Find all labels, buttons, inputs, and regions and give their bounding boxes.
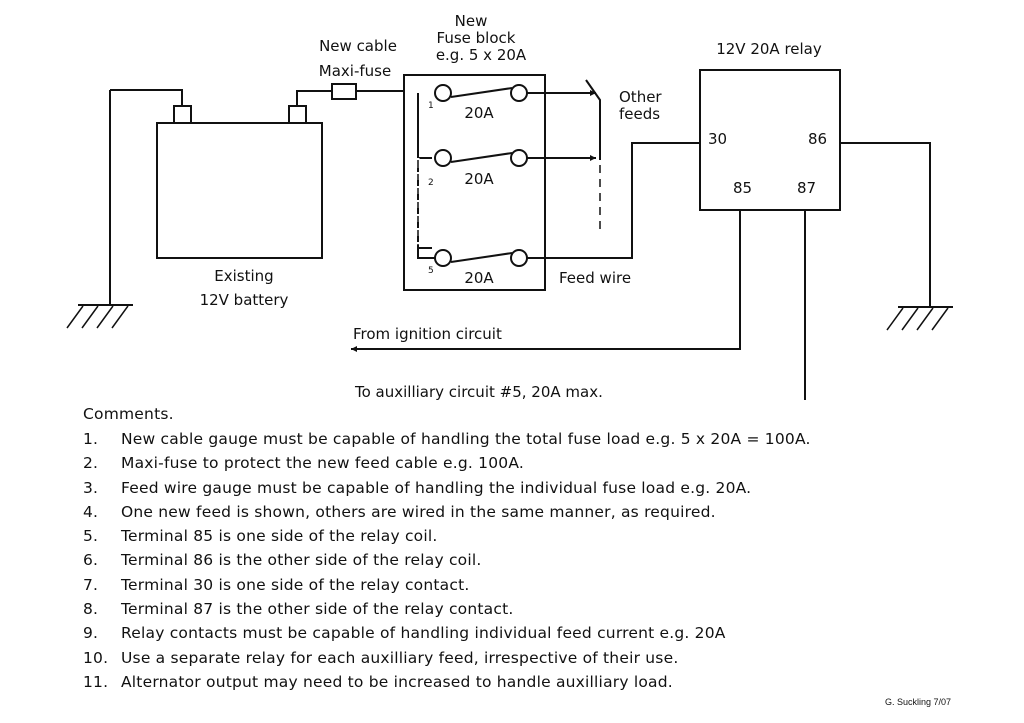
comment-text: New cable gauge must be capable of handl… (121, 430, 811, 448)
fuse-5-number: 5 (428, 266, 434, 276)
relay (699, 69, 841, 211)
fuse-block-label-line-3: e.g. 5 x 20A (436, 46, 527, 64)
comment-item: 8. Terminal 87 is the other side of the r… (83, 597, 983, 621)
comment-text: Terminal 87 is the other side of the rel… (121, 600, 514, 619)
other-feeds-label-line-2: feeds (619, 105, 660, 123)
comment-item: 2. Maxi-fuse to protect the new feed cabl… (83, 451, 983, 475)
comment-number: 11. (83, 672, 109, 691)
fuse-block-label-line-2: Fuse block (437, 29, 516, 47)
relay-terminal-86: 86 (808, 130, 827, 148)
comment-text: Terminal 86 is the other side of the rel… (121, 551, 482, 570)
comment-item: 3. Feed wire gauge must be capable of han… (83, 476, 983, 500)
new-cable-label: New cable (319, 37, 397, 55)
comment-text: Use a separate relay for each auxilliary… (121, 648, 679, 667)
other-feeds-bracket (585, 79, 601, 160)
maxi-fuse (331, 83, 357, 100)
comment-item: 9. Relay contacts must be capable of hand… (83, 621, 983, 645)
comment-number: 1. (83, 430, 99, 448)
comment-item: 4. One new feed is shown, others are wire… (83, 500, 983, 524)
comment-item: 11. Alternator output may need to be incr… (83, 670, 983, 694)
fuse-5: 5 20A (428, 142, 700, 287)
relay-terminal-87: 87 (797, 179, 816, 197)
ground-symbol-left (66, 90, 133, 329)
fuse-2: 2 20A (428, 149, 596, 188)
comment-item: 1. New cable gauge must be capable of han… (83, 427, 983, 451)
fuse-2-number: 2 (428, 178, 434, 188)
battery-label-line-1: Existing (214, 267, 273, 285)
fuse-1-number: 1 (428, 101, 434, 111)
comment-item: 10. Use a separate relay for each auxilli… (83, 646, 983, 670)
comment-item: 5. Terminal 85 is one side of the relay c… (83, 524, 983, 548)
comment-number: 3. (83, 478, 99, 497)
comment-number: 10. (83, 648, 109, 667)
comments-list: 1. New cable gauge must be capable of han… (83, 427, 983, 694)
comment-text: One new feed is shown, others are wired … (121, 502, 716, 521)
comment-number: 4. (83, 502, 99, 521)
comment-text: Alternator output may need to be increas… (121, 672, 673, 691)
ignition-label: From ignition circuit (353, 325, 502, 343)
battery-negative-wire (110, 89, 183, 106)
comment-text: Maxi-fuse to protect the new feed cable … (121, 454, 524, 473)
ignition-wire (351, 210, 741, 352)
other-feeds-label-line-1: Other (619, 88, 662, 106)
comment-text: Relay contacts must be capable of handli… (121, 624, 726, 643)
feed-wire-label: Feed wire (559, 269, 631, 287)
author-signature: G. Suckling 7/07 (885, 697, 952, 707)
comment-number: 9. (83, 624, 99, 643)
battery (156, 105, 323, 259)
comment-text: Terminal 85 is one side of the relay coi… (121, 527, 438, 546)
relay-label: 12V 20A relay (716, 40, 822, 58)
maxi-fuse-label: Maxi-fuse (319, 62, 391, 80)
comment-number: 7. (83, 575, 99, 594)
relay-terminal-30: 30 (708, 130, 727, 148)
comment-number: 6. (83, 551, 99, 570)
wiring-diagram: Existing 12V battery New cable Maxi-fuse… (66, 12, 953, 400)
comment-item: 6. Terminal 86 is the other side of the r… (83, 548, 983, 572)
fuse-5-rating: 20A (464, 269, 494, 287)
comments-section: Comments. 1. New cable gauge must be capa… (83, 403, 983, 694)
fuse-1: 1 20A (428, 84, 596, 122)
comment-number: 2. (83, 454, 99, 473)
fuse-1-rating: 20A (464, 104, 494, 122)
battery-label-line-2: 12V battery (200, 291, 289, 309)
aux-label: To auxilliary circuit #5, 20A max. (354, 383, 603, 400)
comment-number: 8. (83, 600, 99, 619)
fuse-block-label-line-1: New (455, 12, 488, 30)
feed-wire (527, 142, 700, 259)
relay-terminal-85: 85 (733, 179, 752, 197)
comment-text: Terminal 30 is one side of the relay con… (121, 575, 470, 594)
ground-symbol-right (840, 142, 953, 331)
comment-item: 7. Terminal 30 is one side of the relay c… (83, 573, 983, 597)
comments-title: Comments. (83, 405, 174, 423)
comment-text: Feed wire gauge must be capable of handl… (121, 478, 752, 497)
aux-wire (804, 210, 806, 400)
fuse-2-rating: 20A (464, 170, 494, 188)
comment-number: 5. (83, 527, 99, 546)
